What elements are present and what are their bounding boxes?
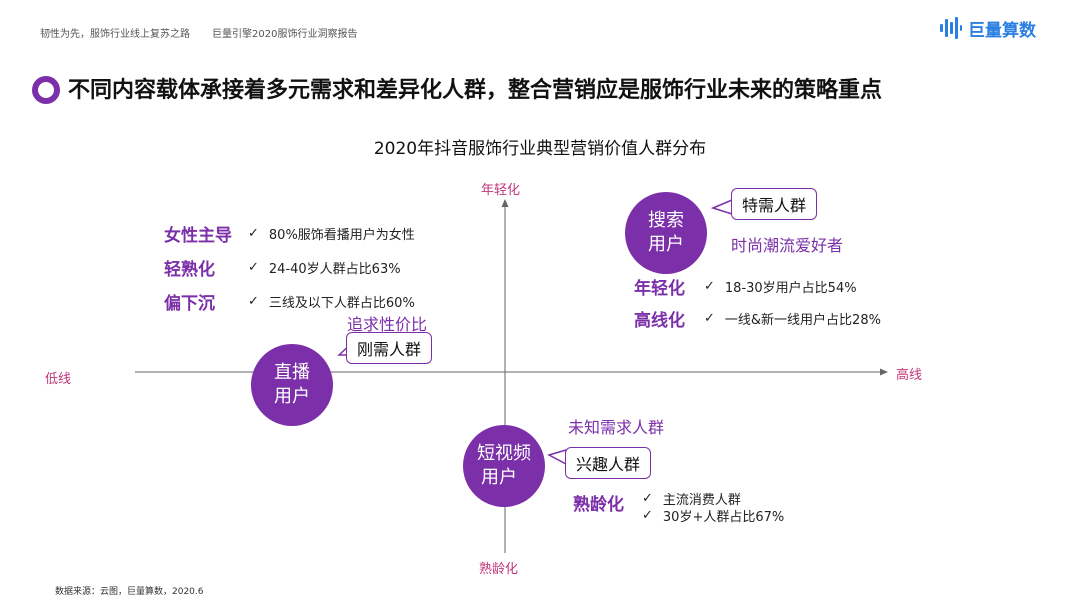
check-icon: ✓ <box>248 225 259 241</box>
trait-row: ✓ 主流消费人群 <box>642 490 784 508</box>
header-report-name: 巨量引擎2020服饰行业洞察报告 <box>212 29 358 40</box>
short-video-bubble: 兴趣人群 <box>565 447 652 479</box>
trait-tag: 偏下沉 <box>164 293 215 314</box>
short-video-user-circle: 短视频 用户 <box>463 425 545 507</box>
trait-text: 三线及以下人群占比60% <box>268 295 415 311</box>
circle-label-line2: 用户 <box>481 467 517 488</box>
page-title: 不同内容载体承接着多元需求和差异化人群，整合营销应是服饰行业未来的策略重点 <box>68 78 883 103</box>
header-report-theme: 韧性为先，服饰行业线上复苏之路 <box>40 29 190 40</box>
live-caption: 追求性价比 <box>347 315 428 334</box>
axis-label-top: 年轻化 <box>481 183 521 198</box>
circle-label-line1: 搜索 <box>648 210 684 231</box>
trait-text: 主流消费人群 <box>662 493 741 508</box>
short-video-caption: 未知需求人群 <box>568 418 665 437</box>
trait-text: 80%服饰看播用户为女性 <box>268 227 415 243</box>
trait-tag: 女性主导 <box>164 225 232 246</box>
horizontal-axis-arrow <box>880 368 888 376</box>
search-bubble: 特需人群 <box>731 188 818 220</box>
check-icon: ✓ <box>642 508 653 523</box>
trait-tag: 轻熟化 <box>164 259 215 280</box>
trait-text: 18-30岁用户占比54% <box>724 280 857 296</box>
short-video-traits: ✓ 主流消费人群 ✓ 30岁+人群占比67% <box>642 490 785 525</box>
search-caption: 时尚潮流爱好者 <box>731 236 844 255</box>
trait-row: 偏下沉 ✓ 三线及以下人群占比60% <box>164 284 415 318</box>
check-icon: ✓ <box>704 310 715 326</box>
trait-text: 24-40岁人群占比63% <box>268 261 401 277</box>
check-icon: ✓ <box>704 278 715 294</box>
brand-logo: 巨量算数 <box>940 15 1036 41</box>
circle-label-line2: 用户 <box>274 386 310 407</box>
circle-label-line1: 直播 <box>274 362 310 383</box>
bar-logo-icon <box>940 17 962 39</box>
search-traits: 年轻化 ✓ 18-30岁用户占比54% 高线化 ✓ 一线&新一线用户占比28% <box>634 270 881 334</box>
trait-row: 高线化 ✓ 一线&新一线用户占比28% <box>634 302 881 334</box>
trait-row: 年轻化 ✓ 18-30岁用户占比54% <box>634 270 881 302</box>
axis-label-right: 高线 <box>896 368 923 383</box>
check-icon: ✓ <box>248 293 259 309</box>
diagram-title: 2020年抖音服饰行业典型营销价值人群分布 <box>373 139 707 159</box>
live-bubble: 刚需人群 <box>346 332 433 364</box>
trait-row: 轻熟化 ✓ 24-40岁人群占比63% <box>164 250 415 284</box>
search-bubble-tail <box>710 198 733 216</box>
axis-label-left: 低线 <box>45 372 72 387</box>
trait-row: 女性主导 ✓ 80%服饰看播用户为女性 <box>164 216 415 250</box>
title-ring-icon <box>32 76 60 104</box>
circle-label-line2: 用户 <box>648 234 684 255</box>
check-icon: ✓ <box>642 491 653 506</box>
live-traits: 女性主导 ✓ 80%服饰看播用户为女性 轻熟化 ✓ 24-40岁人群占比63% … <box>164 216 415 318</box>
short-video-bubble-tail <box>547 448 567 466</box>
trait-row: ✓ 30岁+人群占比67% <box>642 507 785 525</box>
check-icon: ✓ <box>248 259 259 275</box>
live-user-circle: 直播 用户 <box>251 344 333 426</box>
trait-tag: 年轻化 <box>634 278 685 299</box>
axis-label-bottom: 熟龄化 <box>479 562 519 577</box>
trait-text: 一线&新一线用户占比28% <box>724 312 881 328</box>
circle-label-line1: 短视频 <box>477 443 531 464</box>
short-video-tag: 熟龄化 <box>573 495 624 515</box>
trait-tag: 高线化 <box>634 310 685 331</box>
data-source: 数据来源：云图，巨量算数，2020.6 <box>55 587 204 597</box>
trait-text: 30岁+人群占比67% <box>662 510 785 525</box>
search-user-circle: 搜索 用户 <box>625 192 707 274</box>
vertical-axis-arrow <box>501 199 509 207</box>
logo-text: 巨量算数 <box>968 20 1036 41</box>
